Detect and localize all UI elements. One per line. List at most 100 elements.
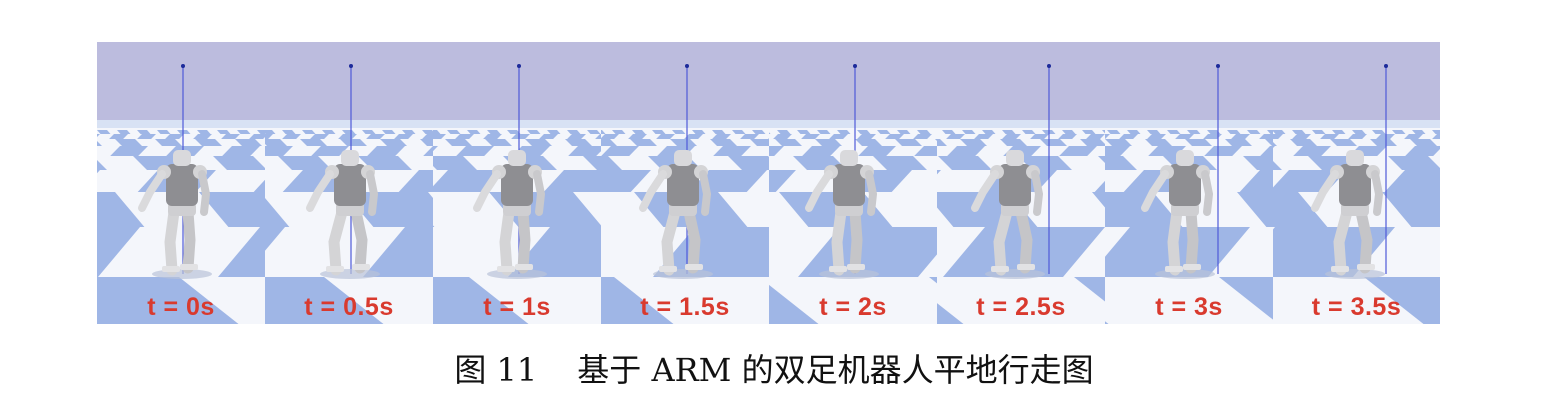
floor-tile [1243, 156, 1273, 170]
floor-tile [815, 139, 842, 146]
floor-tile [485, 139, 512, 146]
floor-tile [137, 130, 151, 134]
left-leg [164, 206, 180, 276]
right-leg [1185, 206, 1199, 274]
floor-tile [1002, 130, 1016, 134]
floor-tile [455, 134, 474, 139]
right-leg [1355, 206, 1373, 274]
floor-tile [218, 227, 265, 277]
floor-tile [802, 146, 840, 156]
floor-tile [222, 146, 260, 156]
marker-dot [349, 64, 353, 68]
floor-tile [1239, 170, 1273, 192]
floor-tile [282, 130, 296, 134]
time-label: t = 1.5s [640, 293, 730, 321]
torso [833, 164, 865, 206]
floor-tile [195, 139, 222, 146]
sky [265, 42, 433, 124]
floor-tile [1185, 139, 1212, 146]
floor-tile [858, 146, 896, 156]
floor-tile [1105, 321, 1109, 324]
floor-tile [109, 134, 128, 139]
right-foot [685, 264, 703, 270]
floor-tile [420, 139, 433, 146]
floor-tile [265, 227, 285, 251]
floor-tile [670, 139, 697, 146]
floor-tile [394, 134, 413, 139]
floor-tile [1404, 134, 1423, 139]
humanoid-robot [1141, 150, 1215, 279]
time-label: t = 0s [147, 293, 215, 321]
floor-tile [362, 130, 376, 134]
head [341, 150, 359, 166]
floor-tile [960, 139, 987, 146]
floor-tile [539, 134, 558, 139]
floor-tile [1225, 139, 1252, 146]
floor-tile [601, 139, 617, 146]
floor-tile [855, 139, 882, 146]
floor-tile [1059, 146, 1097, 156]
marker-dot [517, 64, 521, 68]
floor-tile [547, 130, 561, 134]
floor-tile [221, 134, 240, 139]
floor-tile [1260, 146, 1273, 156]
floor-tile [740, 134, 759, 139]
right-leg [849, 206, 863, 274]
robot-shadow [152, 269, 212, 279]
left-arm [473, 170, 501, 212]
floor-tile [1348, 134, 1367, 139]
floor-tile [938, 156, 992, 170]
floor-tile [1265, 139, 1273, 146]
floor-tile [97, 277, 239, 324]
simulation-scene [601, 42, 769, 324]
floor-tile [1203, 134, 1222, 139]
floor-tile [1372, 130, 1386, 134]
left-arm [306, 170, 334, 212]
floor-tile [962, 130, 976, 134]
marker-dot [1047, 64, 1051, 68]
floor-tile [1273, 130, 1286, 134]
floor-tile [713, 146, 751, 156]
floor-tile [630, 139, 657, 146]
sky [97, 42, 265, 124]
floor-tile [97, 227, 140, 277]
floor-tile [732, 130, 746, 134]
floor-tile [777, 130, 791, 134]
right-foot [1357, 264, 1375, 270]
simulation-scene [769, 42, 937, 324]
floor-tile [857, 134, 876, 139]
floor-tile [1167, 130, 1181, 134]
floor-tile [1227, 130, 1241, 134]
marker-dot [1216, 64, 1220, 68]
torso [667, 164, 699, 206]
humanoid-robot [805, 150, 879, 279]
floor-tile [829, 134, 848, 139]
figure-number: 图 11 [454, 351, 538, 389]
floor-tile [775, 139, 802, 146]
floor-tile [769, 146, 784, 156]
head [1176, 150, 1194, 166]
floor-tile [601, 156, 622, 170]
sky [601, 42, 769, 124]
floor-tile [193, 134, 212, 139]
floor-tile [165, 134, 184, 139]
floor-tile [433, 277, 529, 324]
frame-8: t = 3.5s [1273, 42, 1440, 324]
left-leg [499, 206, 515, 276]
floor-tile [467, 130, 481, 134]
floor-tile [117, 130, 131, 134]
floor-tile [177, 130, 191, 134]
sky [1105, 42, 1273, 124]
floor-tile [1187, 130, 1201, 134]
floor-tile [157, 130, 171, 134]
floor-tile [249, 134, 265, 139]
floor-tile [199, 192, 265, 227]
floor-tile [873, 156, 927, 170]
floor-tile [1410, 139, 1437, 146]
floor-tile [914, 146, 937, 156]
floor-tile [487, 130, 501, 134]
floor-tile [110, 146, 148, 156]
right-foot [1017, 264, 1035, 270]
right-foot [1183, 264, 1201, 270]
right-arm [1371, 170, 1384, 216]
